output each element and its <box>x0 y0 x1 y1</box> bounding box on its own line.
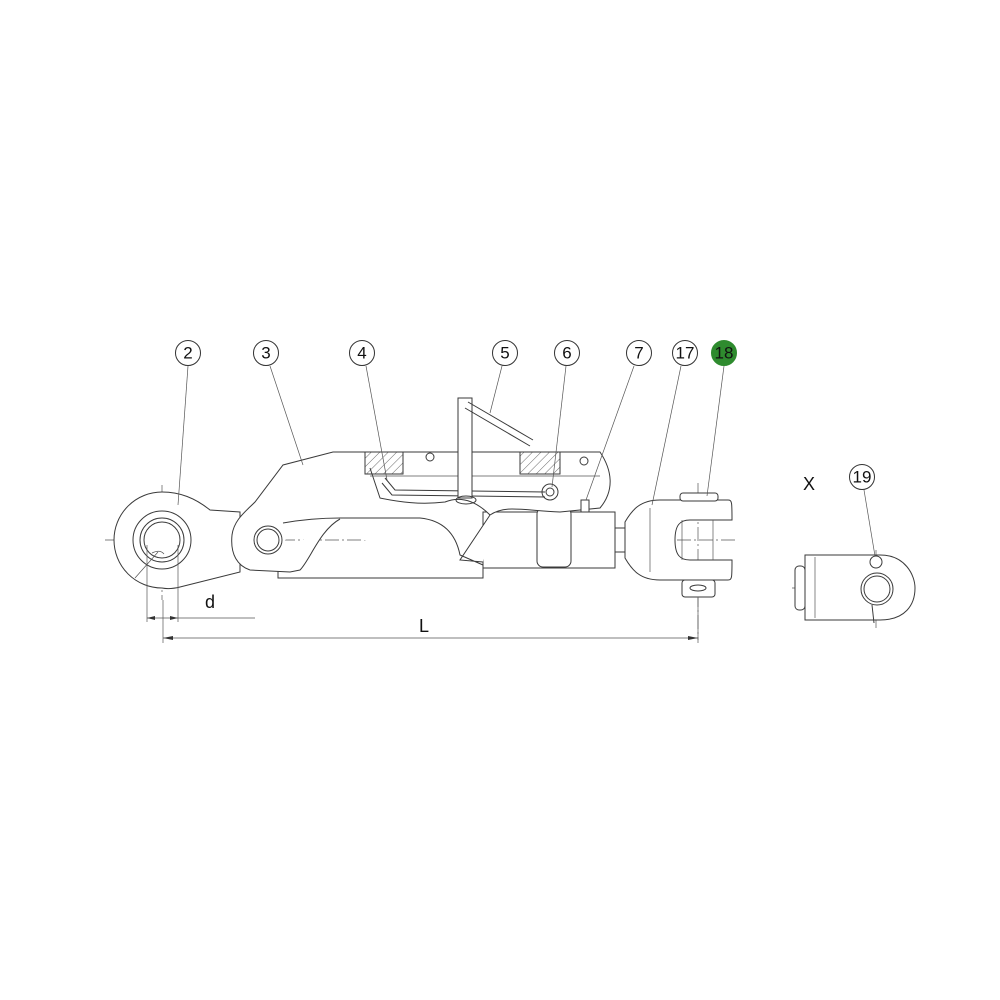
svg-text:4: 4 <box>357 344 366 363</box>
svg-text:19: 19 <box>853 468 872 487</box>
callout-7: 7 <box>626 340 652 366</box>
callout-19: 19 <box>849 464 875 490</box>
svg-text:3: 3 <box>261 344 270 363</box>
pin-handle <box>464 401 534 447</box>
leader-lines <box>177 365 876 557</box>
locking-mechanism <box>381 397 590 513</box>
main-body-part-3 <box>231 451 611 573</box>
svg-text:7: 7 <box>634 344 643 363</box>
callout-2: 2 <box>175 340 201 366</box>
callout-5: 5 <box>492 340 518 366</box>
svg-text:5: 5 <box>500 344 509 363</box>
svg-text:17: 17 <box>676 344 695 363</box>
callout-3: 3 <box>253 340 279 366</box>
callout-6: 6 <box>554 340 580 366</box>
svg-text:6: 6 <box>562 344 571 363</box>
clip-part-19 <box>869 555 883 569</box>
dimension-L <box>162 598 699 643</box>
lock-pin-part-5 <box>457 397 473 499</box>
svg-text:18: 18 <box>715 344 734 363</box>
grease-nipple-part-7 <box>580 499 590 513</box>
pivot-part-6 <box>541 483 559 501</box>
dimension-d <box>146 545 255 622</box>
ball-eye-part-2 <box>113 491 241 590</box>
yoke-pin-part-18 <box>679 492 719 598</box>
callout-18-highlighted[interactable]: 18 <box>711 340 737 366</box>
view-x-detail <box>792 550 916 628</box>
lock-block <box>536 507 572 568</box>
hatch-section <box>519 451 561 475</box>
callout-17: 17 <box>672 340 698 366</box>
yoke-part-17 <box>614 499 733 581</box>
view-x-label: X <box>803 474 815 494</box>
dimension-d-label: d <box>205 592 215 612</box>
svg-text:2: 2 <box>183 344 192 363</box>
dimension-L-label: L <box>419 616 429 636</box>
callout-4: 4 <box>349 340 375 366</box>
